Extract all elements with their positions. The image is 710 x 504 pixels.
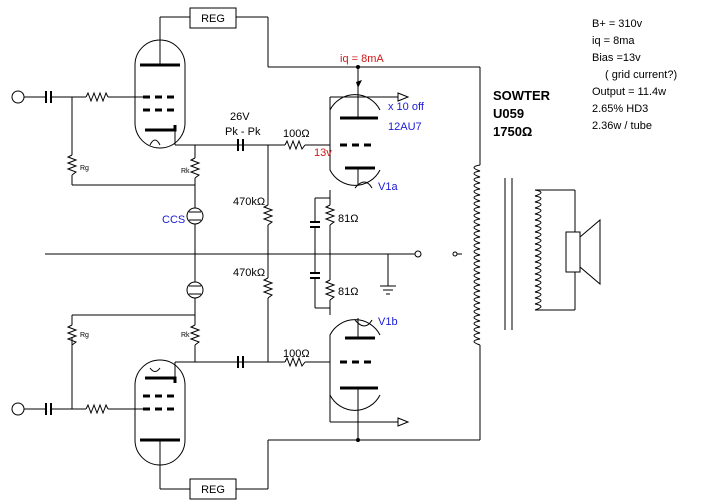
- ccs-label: CCS: [162, 214, 185, 226]
- note-output: Output = 11.4w: [592, 86, 666, 98]
- r100-label-top: 100Ω: [283, 128, 310, 140]
- iq-label: iq = 8mA: [340, 53, 384, 65]
- v1b-label: V1b: [378, 316, 398, 328]
- coupling-top: [237, 139, 330, 151]
- power-tube-top: [134, 39, 186, 149]
- note-hd3: 2.65% HD3: [592, 103, 648, 115]
- note-grid-current: ( grid current?): [605, 69, 677, 81]
- note-bplus: B+ = 310v: [592, 18, 643, 30]
- r470-label-top: 470kΩ: [233, 196, 265, 208]
- coupling-bottom: [237, 356, 330, 368]
- reg-bottom: REG: [159, 439, 480, 500]
- cathode-network-top: [174, 130, 245, 208]
- rk-label-bottom: Rk: [181, 332, 190, 339]
- power-tube-bottom: [134, 359, 186, 468]
- r100-label-bottom: 100Ω: [283, 348, 310, 360]
- note-iq: iq = 8ma: [592, 35, 635, 47]
- spec-notes: B+ = 310v iq = 8ma Bias =13v ( grid curr…: [592, 18, 677, 132]
- cathode-resistor-top: [310, 190, 336, 254]
- signal-voltage-label: 26V: [230, 111, 250, 123]
- grid-resistor-top: [262, 145, 274, 254]
- r470-label-bottom: 470kΩ: [233, 267, 265, 279]
- speaker-icon: [565, 218, 601, 286]
- pk-pk-label: Pk - Pk: [225, 126, 261, 138]
- tube-count-label: x 10 off: [388, 101, 425, 113]
- cathode-resistor-bottom: [310, 254, 336, 315]
- transformer-impedance: 1750Ω: [493, 124, 532, 139]
- secondary-winding: [534, 189, 542, 311]
- transformer-model: U059: [493, 106, 524, 121]
- ground-terminal: [414, 250, 422, 258]
- tube-type-label: 12AU7: [388, 121, 422, 133]
- reg-label-bottom: REG: [201, 484, 225, 496]
- r81-label-bottom: 81Ω: [338, 286, 358, 298]
- driver-tube-v1a: [329, 80, 381, 189]
- ccs-bottom: [174, 254, 245, 378]
- bias-voltage-label: 13v: [314, 147, 332, 159]
- v1a-label: V1a: [378, 181, 398, 193]
- rg-label-bottom: Rg: [80, 332, 89, 339]
- plate-feed-bottom: [329, 395, 410, 442]
- reg-top: REG: [159, 7, 480, 68]
- input-top: [11, 90, 195, 186]
- output-transformer: [452, 67, 576, 440]
- primary-winding: [473, 164, 481, 346]
- transformer-brand: SOWTER: [493, 88, 551, 103]
- note-per-tube: 2.36w / tube: [592, 120, 652, 132]
- rg-label-top: Rg: [80, 165, 89, 172]
- rk-label-top: Rk: [181, 168, 190, 175]
- note-bias: Bias =13v: [592, 52, 641, 64]
- driver-tube-v1b: [329, 318, 381, 425]
- r81-label-top: 81Ω: [338, 213, 358, 225]
- reg-label-top: REG: [201, 13, 225, 25]
- input-bottom: [11, 314, 195, 416]
- ground-symbol: [380, 254, 396, 295]
- ccs-top: [186, 207, 204, 254]
- grid-resistor-bottom: [262, 254, 274, 362]
- plate-feed-top: [268, 65, 480, 110]
